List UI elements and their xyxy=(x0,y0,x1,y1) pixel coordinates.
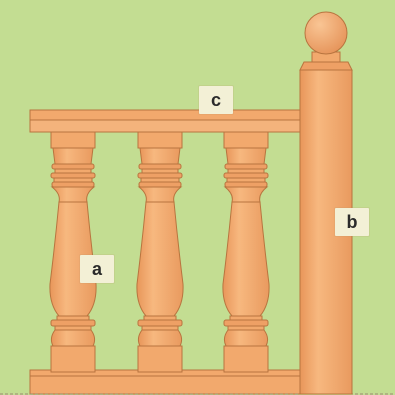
newel-post xyxy=(300,12,352,394)
baluster-1 xyxy=(50,124,96,372)
label-a: a xyxy=(80,255,114,283)
label-c: c xyxy=(199,86,233,114)
label-b: b xyxy=(335,208,369,236)
bottom-rail xyxy=(30,370,302,394)
handrail xyxy=(30,110,302,120)
baluster-2 xyxy=(137,124,183,372)
baluster-3 xyxy=(223,124,269,372)
